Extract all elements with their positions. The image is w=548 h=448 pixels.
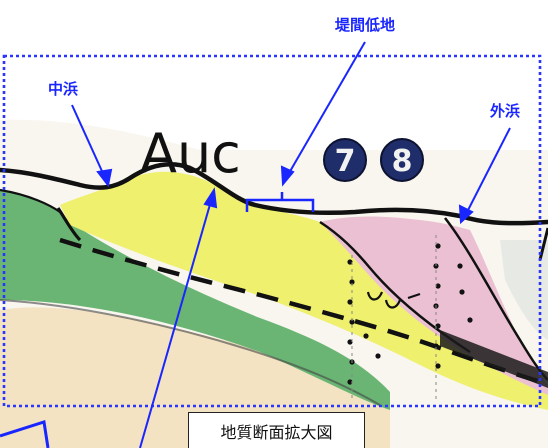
green-layer (0, 190, 390, 410)
lowland-bracket (245, 192, 315, 212)
borehole-dots (347, 243, 473, 385)
callout-arrows (71, 41, 511, 448)
ground-surface-line (0, 161, 548, 226)
label-sotohama: 外浜 (489, 102, 520, 120)
enlargement-frame (2, 54, 542, 408)
marker-8: 8 (380, 138, 424, 182)
label-nakahama: 中浜 (48, 80, 78, 98)
marker-8-label: 8 (392, 144, 413, 179)
marker-7: 7 (323, 138, 367, 182)
figure-caption-text: 地質断面拡大図 (220, 422, 333, 442)
figure-caption: 地質断面拡大図 (188, 412, 365, 448)
marker-7-label: 7 (335, 144, 356, 179)
label-teikan-teichi: 堤間低地 (335, 16, 395, 34)
dashed-boundary (59, 237, 548, 387)
unit-symbol-label: Auc (140, 122, 241, 185)
yellow-sand-layer (60, 171, 548, 410)
partial-callout-box (0, 420, 50, 448)
